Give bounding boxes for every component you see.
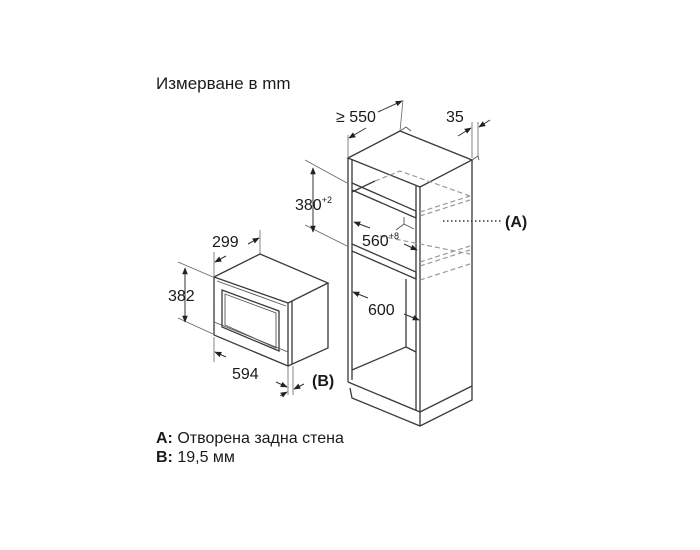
label-niche-width-tol: +8 (389, 231, 399, 241)
label-top-offset: 35 (446, 109, 464, 126)
appliance-microwave (213, 253, 330, 367)
label-appliance-depth: 299 (212, 234, 239, 251)
tall-cabinet (346, 126, 480, 427)
legend-text-a: Отворена задна стена (177, 430, 344, 447)
dimension-niche-width: 560+8 (353, 221, 418, 251)
label-depth-min: ≥ 550 (336, 109, 376, 126)
label-appliance-width: 594 (232, 366, 259, 383)
marker-b: (B) (279, 366, 334, 398)
legend: A: Отворена задна стена B: 19,5 мм (156, 429, 344, 467)
label-niche-height: 380 (295, 197, 322, 214)
dimension-appliance-depth: 299 (212, 230, 261, 277)
svg-text:560+8: 560+8 (362, 231, 399, 250)
legend-key-b: B: (156, 449, 173, 466)
label-lower-width: 600 (368, 302, 395, 319)
dimension-lower-width: 600 (352, 291, 420, 321)
dimension-niche-height: 380+2 (295, 159, 348, 247)
label-niche-width: 560 (362, 233, 389, 250)
marker-a-label: (A) (505, 214, 527, 231)
dimension-appliance-width: 594 (213, 337, 289, 395)
legend-item-b: B: 19,5 мм (156, 448, 344, 467)
marker-a: (A) (443, 214, 527, 231)
marker-b-label: (B) (312, 373, 334, 390)
dimension-appliance-height: 382 (168, 261, 214, 335)
dimension-top-offset: 35 (446, 109, 491, 158)
legend-key-a: A: (156, 430, 173, 447)
diagram-title: Измерване в mm (156, 74, 291, 93)
label-niche-height-tol: +2 (322, 195, 332, 205)
label-appliance-height: 382 (168, 288, 195, 305)
legend-item-a: A: Отворена задна стена (156, 429, 344, 448)
dimension-depth-min: ≥ 550 (336, 99, 404, 158)
svg-text:380+2: 380+2 (295, 195, 332, 214)
legend-text-b: 19,5 мм (177, 449, 235, 466)
